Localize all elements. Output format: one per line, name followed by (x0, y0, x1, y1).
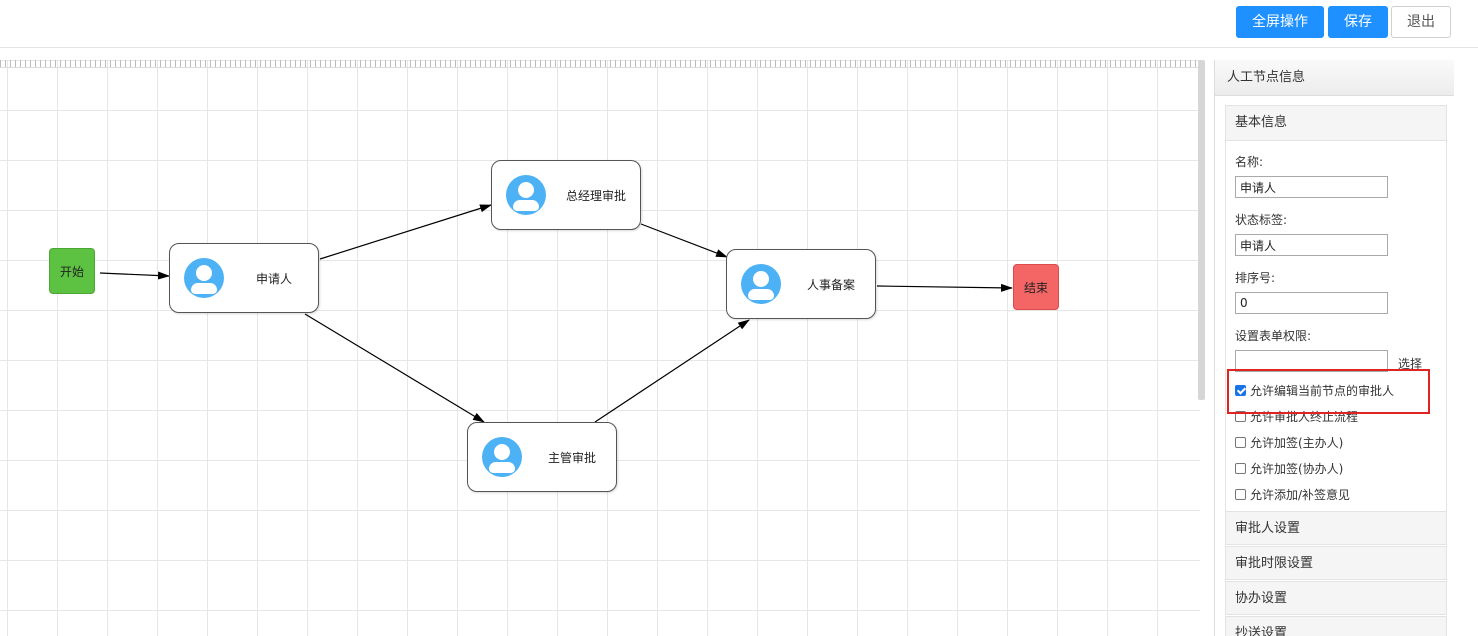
basic-info-title[interactable]: 基本信息 (1226, 106, 1446, 141)
user-avatar-icon (182, 256, 226, 300)
task-label: 人事备案 (806, 278, 855, 292)
option-edit-approver[interactable]: 允许编辑当前节点的审批人 (1235, 382, 1394, 400)
option-add-opinion[interactable]: 允许添加/补签意见 (1235, 486, 1350, 504)
status-label: 状态标签: (1235, 213, 1288, 227)
edge-applicant-supervisor[interactable] (304, 313, 485, 423)
section-cc-settings[interactable]: 抄送设置 (1225, 616, 1447, 636)
checkbox-unchecked[interactable] (1235, 489, 1246, 500)
flow-canvas[interactable] (0, 60, 1200, 636)
option-label: 允许编辑当前节点的审批人 (1250, 384, 1395, 398)
option-label: 允许加签(主办人) (1250, 436, 1344, 450)
checkbox-checked[interactable] (1235, 385, 1246, 396)
task-label: 申请人 (255, 272, 292, 286)
checkbox-unchecked[interactable] (1235, 411, 1246, 422)
edge-supervisor-hr[interactable] (594, 319, 750, 423)
basic-info-group: 基本信息 名称: 状态标签: 排序号: 设置表单权限: 选择 允许编辑当前节点的… (1225, 105, 1447, 513)
option-add-sign-host[interactable]: 允许加签(主办人) (1235, 434, 1343, 452)
start-node[interactable]: 开始 (49, 248, 95, 294)
section-assist-settings[interactable]: 协办设置 (1225, 581, 1447, 615)
edge-start-applicant[interactable] (99, 271, 170, 280)
canvas-scrollbar[interactable] (1198, 60, 1205, 400)
task-label: 总经理审批 (565, 189, 626, 203)
section-approver-settings[interactable]: 审批人设置 (1225, 511, 1447, 545)
panel-title: 人工节点信息 (1215, 60, 1454, 96)
name-input[interactable] (1235, 176, 1388, 198)
edge-hr-end[interactable] (876, 283, 1013, 292)
exit-button[interactable]: 退出 (1391, 6, 1451, 38)
user-avatar-icon (739, 262, 783, 306)
select-button[interactable]: 选择 (1398, 357, 1423, 371)
name-label: 名称: (1235, 155, 1264, 169)
user-avatar-icon (480, 435, 524, 479)
status-input[interactable] (1235, 234, 1388, 256)
property-panel: 人工节点信息 基本信息 名称: 状态标签: 排序号: 设置表单权限: 选择 允许… (1214, 60, 1454, 636)
order-input[interactable] (1235, 292, 1388, 314)
checkbox-unchecked[interactable] (1235, 463, 1246, 474)
task-node-applicant[interactable]: 申请人 (169, 243, 319, 313)
checkbox-unchecked[interactable] (1235, 437, 1246, 448)
task-node-hr-record[interactable]: 人事备案 (726, 249, 876, 319)
horizontal-ruler (0, 60, 1200, 68)
order-label: 排序号: (1235, 271, 1276, 285)
form-permission-label: 设置表单权限: (1235, 329, 1312, 343)
edge-applicant-gm[interactable] (319, 204, 492, 260)
end-node[interactable]: 结束 (1013, 264, 1059, 310)
user-avatar-icon (504, 173, 548, 217)
task-label: 主管审批 (547, 451, 596, 465)
option-label: 允许添加/补签意见 (1250, 488, 1351, 502)
option-label: 允许加签(协办人) (1250, 462, 1344, 476)
task-node-supervisor-approval[interactable]: 主管审批 (467, 422, 617, 492)
option-label: 允许审批人终止流程 (1250, 410, 1359, 424)
option-terminate-flow[interactable]: 允许审批人终止流程 (1235, 408, 1358, 426)
flow-edges (99, 204, 1013, 423)
section-time-limit-settings[interactable]: 审批时限设置 (1225, 546, 1447, 580)
top-toolbar: 全屏操作 保存 退出 (0, 0, 1478, 48)
form-permission-input[interactable] (1235, 350, 1388, 372)
option-add-sign-assist[interactable]: 允许加签(协办人) (1235, 460, 1343, 478)
edge-gm-hr[interactable] (640, 223, 728, 258)
save-button[interactable]: 保存 (1328, 6, 1388, 38)
fullscreen-button[interactable]: 全屏操作 (1236, 6, 1324, 38)
task-node-gm-approval[interactable]: 总经理审批 (491, 160, 641, 230)
